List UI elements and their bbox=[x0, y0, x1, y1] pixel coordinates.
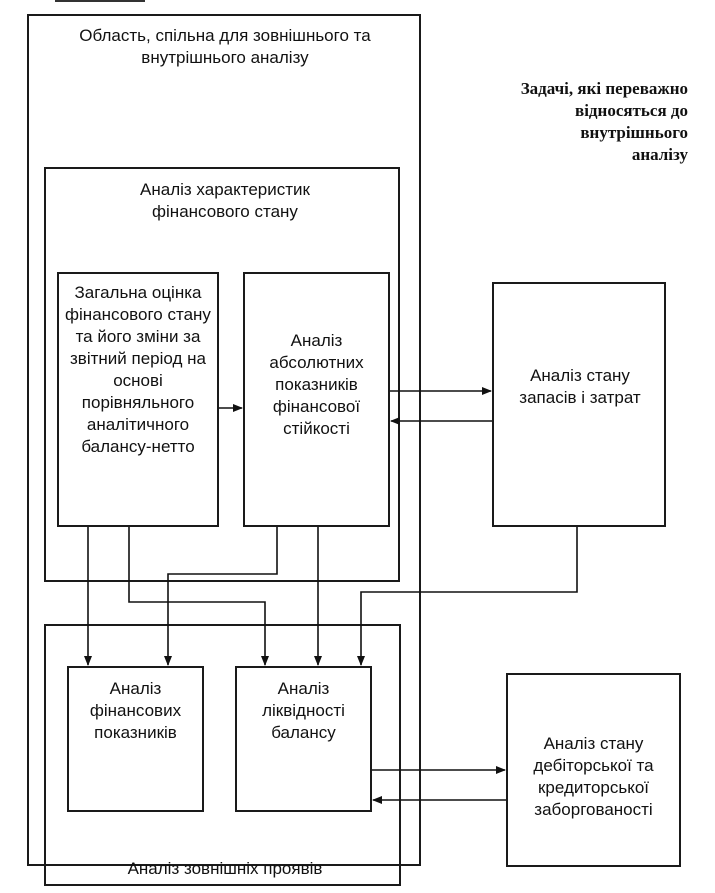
balance-liquidity-text: Аналіз ліквідності балансу bbox=[262, 679, 345, 742]
balance-liquidity-box bbox=[235, 666, 372, 812]
arrow-inventory-to-liquidity bbox=[357, 527, 578, 666]
common-analysis-region bbox=[27, 14, 421, 866]
arrow-absolute-to-ratios bbox=[164, 527, 278, 666]
inventory-costs-box bbox=[492, 282, 666, 527]
external-manifestations-title: Аналіз зовнішніх проявів bbox=[127, 859, 323, 878]
internal-tasks-note: Задачі, які переважно відносяться до вну… bbox=[520, 79, 688, 164]
receivables-payables-box bbox=[506, 673, 681, 867]
financial-ratios-text: Аналіз фінансових показників bbox=[89, 679, 182, 742]
external-manifestations-region bbox=[44, 624, 401, 886]
absolute-indicators-box bbox=[243, 272, 390, 527]
general-assessment-box bbox=[57, 272, 219, 527]
receivables-payables-text: Аналіз стану дебіторської та кредиторськ… bbox=[533, 734, 654, 819]
financial-ratios-box bbox=[67, 666, 204, 812]
financial-state-region bbox=[44, 167, 400, 582]
general-assessment-text: Загальна оцінка фінансового стану та йог… bbox=[65, 283, 211, 456]
inventory-costs-text: Аналіз стану запасів і затрат bbox=[519, 366, 641, 407]
financial-state-title: Аналіз характеристик фінансового стану bbox=[140, 180, 310, 221]
arrow-general-to-liquidity bbox=[128, 527, 269, 666]
top-edge-fragment bbox=[55, 0, 145, 2]
common-analysis-title: Область, спільна для зовнішнього та внут… bbox=[79, 26, 371, 67]
absolute-indicators-text: Аналіз абсолютних показників фінансової … bbox=[269, 331, 364, 438]
